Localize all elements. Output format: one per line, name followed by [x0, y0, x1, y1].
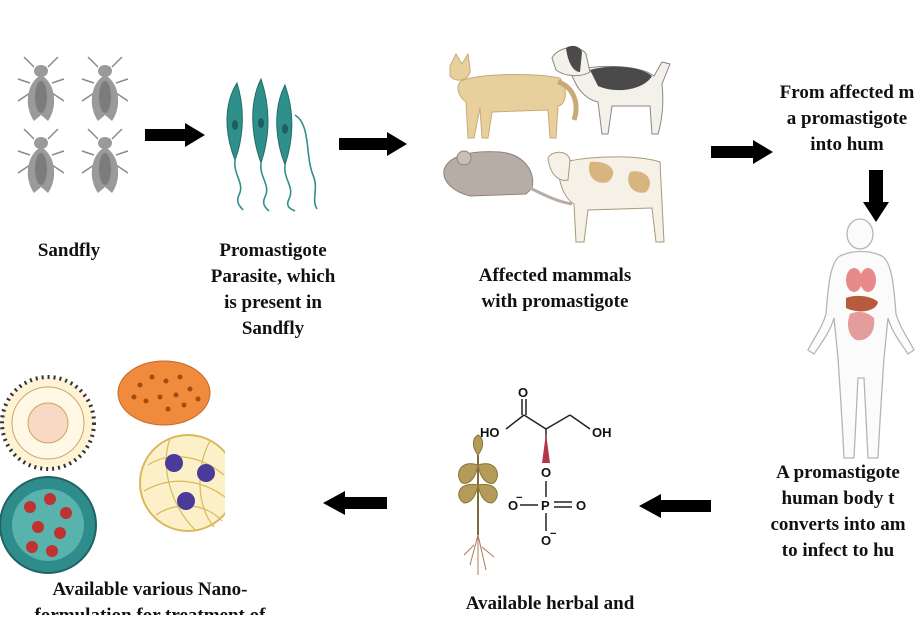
human-body-illustration [807, 218, 915, 459]
atom-label-o-mid: O [541, 465, 551, 480]
label-transfer: From affected m a promastigote into hum [762, 80, 924, 158]
cat-icon [449, 52, 579, 139]
nanoparticle-teal-icon [0, 476, 97, 574]
label-herbal: Available herbal and [420, 591, 680, 617]
mammals-illustration [443, 45, 671, 243]
label-line: is present in [224, 292, 322, 313]
fly-icon [17, 56, 65, 122]
nanoparticle-polymer-icon [139, 434, 225, 532]
rat-icon [443, 150, 573, 206]
label-line: Sandfly [241, 318, 305, 339]
label-line: a promastigote [786, 108, 908, 129]
atom-label-o-left: O [508, 498, 518, 513]
label-line: Available herbal and [465, 593, 635, 614]
charge-label: − [550, 528, 556, 540]
sandfly-illustration [17, 56, 129, 194]
atom-label-o-bottom: O [541, 533, 551, 548]
label-promastigote: Promastigote Parasite, which is present … [178, 238, 368, 342]
label-line: to infect to hu [781, 540, 895, 561]
herbal-illustration: O HO OH O O − P O O − [458, 385, 612, 575]
label-line: Sandfly [37, 240, 101, 261]
atom-label-o-right: O [576, 498, 586, 513]
label-mammals: Affected mammals with promastigote [440, 263, 670, 315]
fly-icon [17, 128, 65, 194]
label-line: Parasite, which [210, 266, 336, 287]
label-line: Available various Nano- [52, 579, 248, 600]
promastigote-illustration [226, 77, 318, 212]
atom-label-oh: OH [592, 425, 612, 440]
arrow-right [145, 123, 205, 147]
label-line: formulation for treatment of [0, 603, 300, 615]
atom-label-p: P [541, 498, 550, 513]
arrow-right [339, 132, 407, 156]
plant-icon [458, 434, 498, 575]
fly-icon [81, 128, 129, 194]
label-line: Affected mammals [478, 265, 632, 286]
label-human: A promastigote human body t converts int… [752, 460, 924, 564]
label-nano: Available various Nano- formulation for … [0, 577, 300, 615]
arrow-left [323, 491, 387, 515]
label-line: A promastigote [776, 462, 900, 483]
dog-icon [551, 45, 671, 135]
label-line: with promastigote [481, 291, 629, 312]
charge-label: − [516, 492, 522, 504]
nanoparticle-orange-icon [117, 360, 211, 426]
label-sandfly: Sandfly [14, 238, 124, 264]
label-line: converts into am [770, 514, 906, 535]
label-line: From affected m [779, 82, 915, 103]
arrow-down [863, 170, 889, 222]
organs-icon [846, 268, 878, 341]
label-line: into hum [810, 134, 884, 155]
arrow-right [711, 140, 773, 164]
liposome-icon [0, 375, 96, 471]
nano-formulation-illustration [0, 360, 225, 574]
cow-icon [547, 151, 665, 243]
fly-icon [81, 56, 129, 122]
label-line: human body t [781, 488, 895, 509]
arrow-left [639, 494, 711, 518]
atom-label-ho: HO [480, 425, 500, 440]
label-line: Promastigote [219, 240, 327, 261]
atom-label-o-top: O [518, 385, 528, 400]
